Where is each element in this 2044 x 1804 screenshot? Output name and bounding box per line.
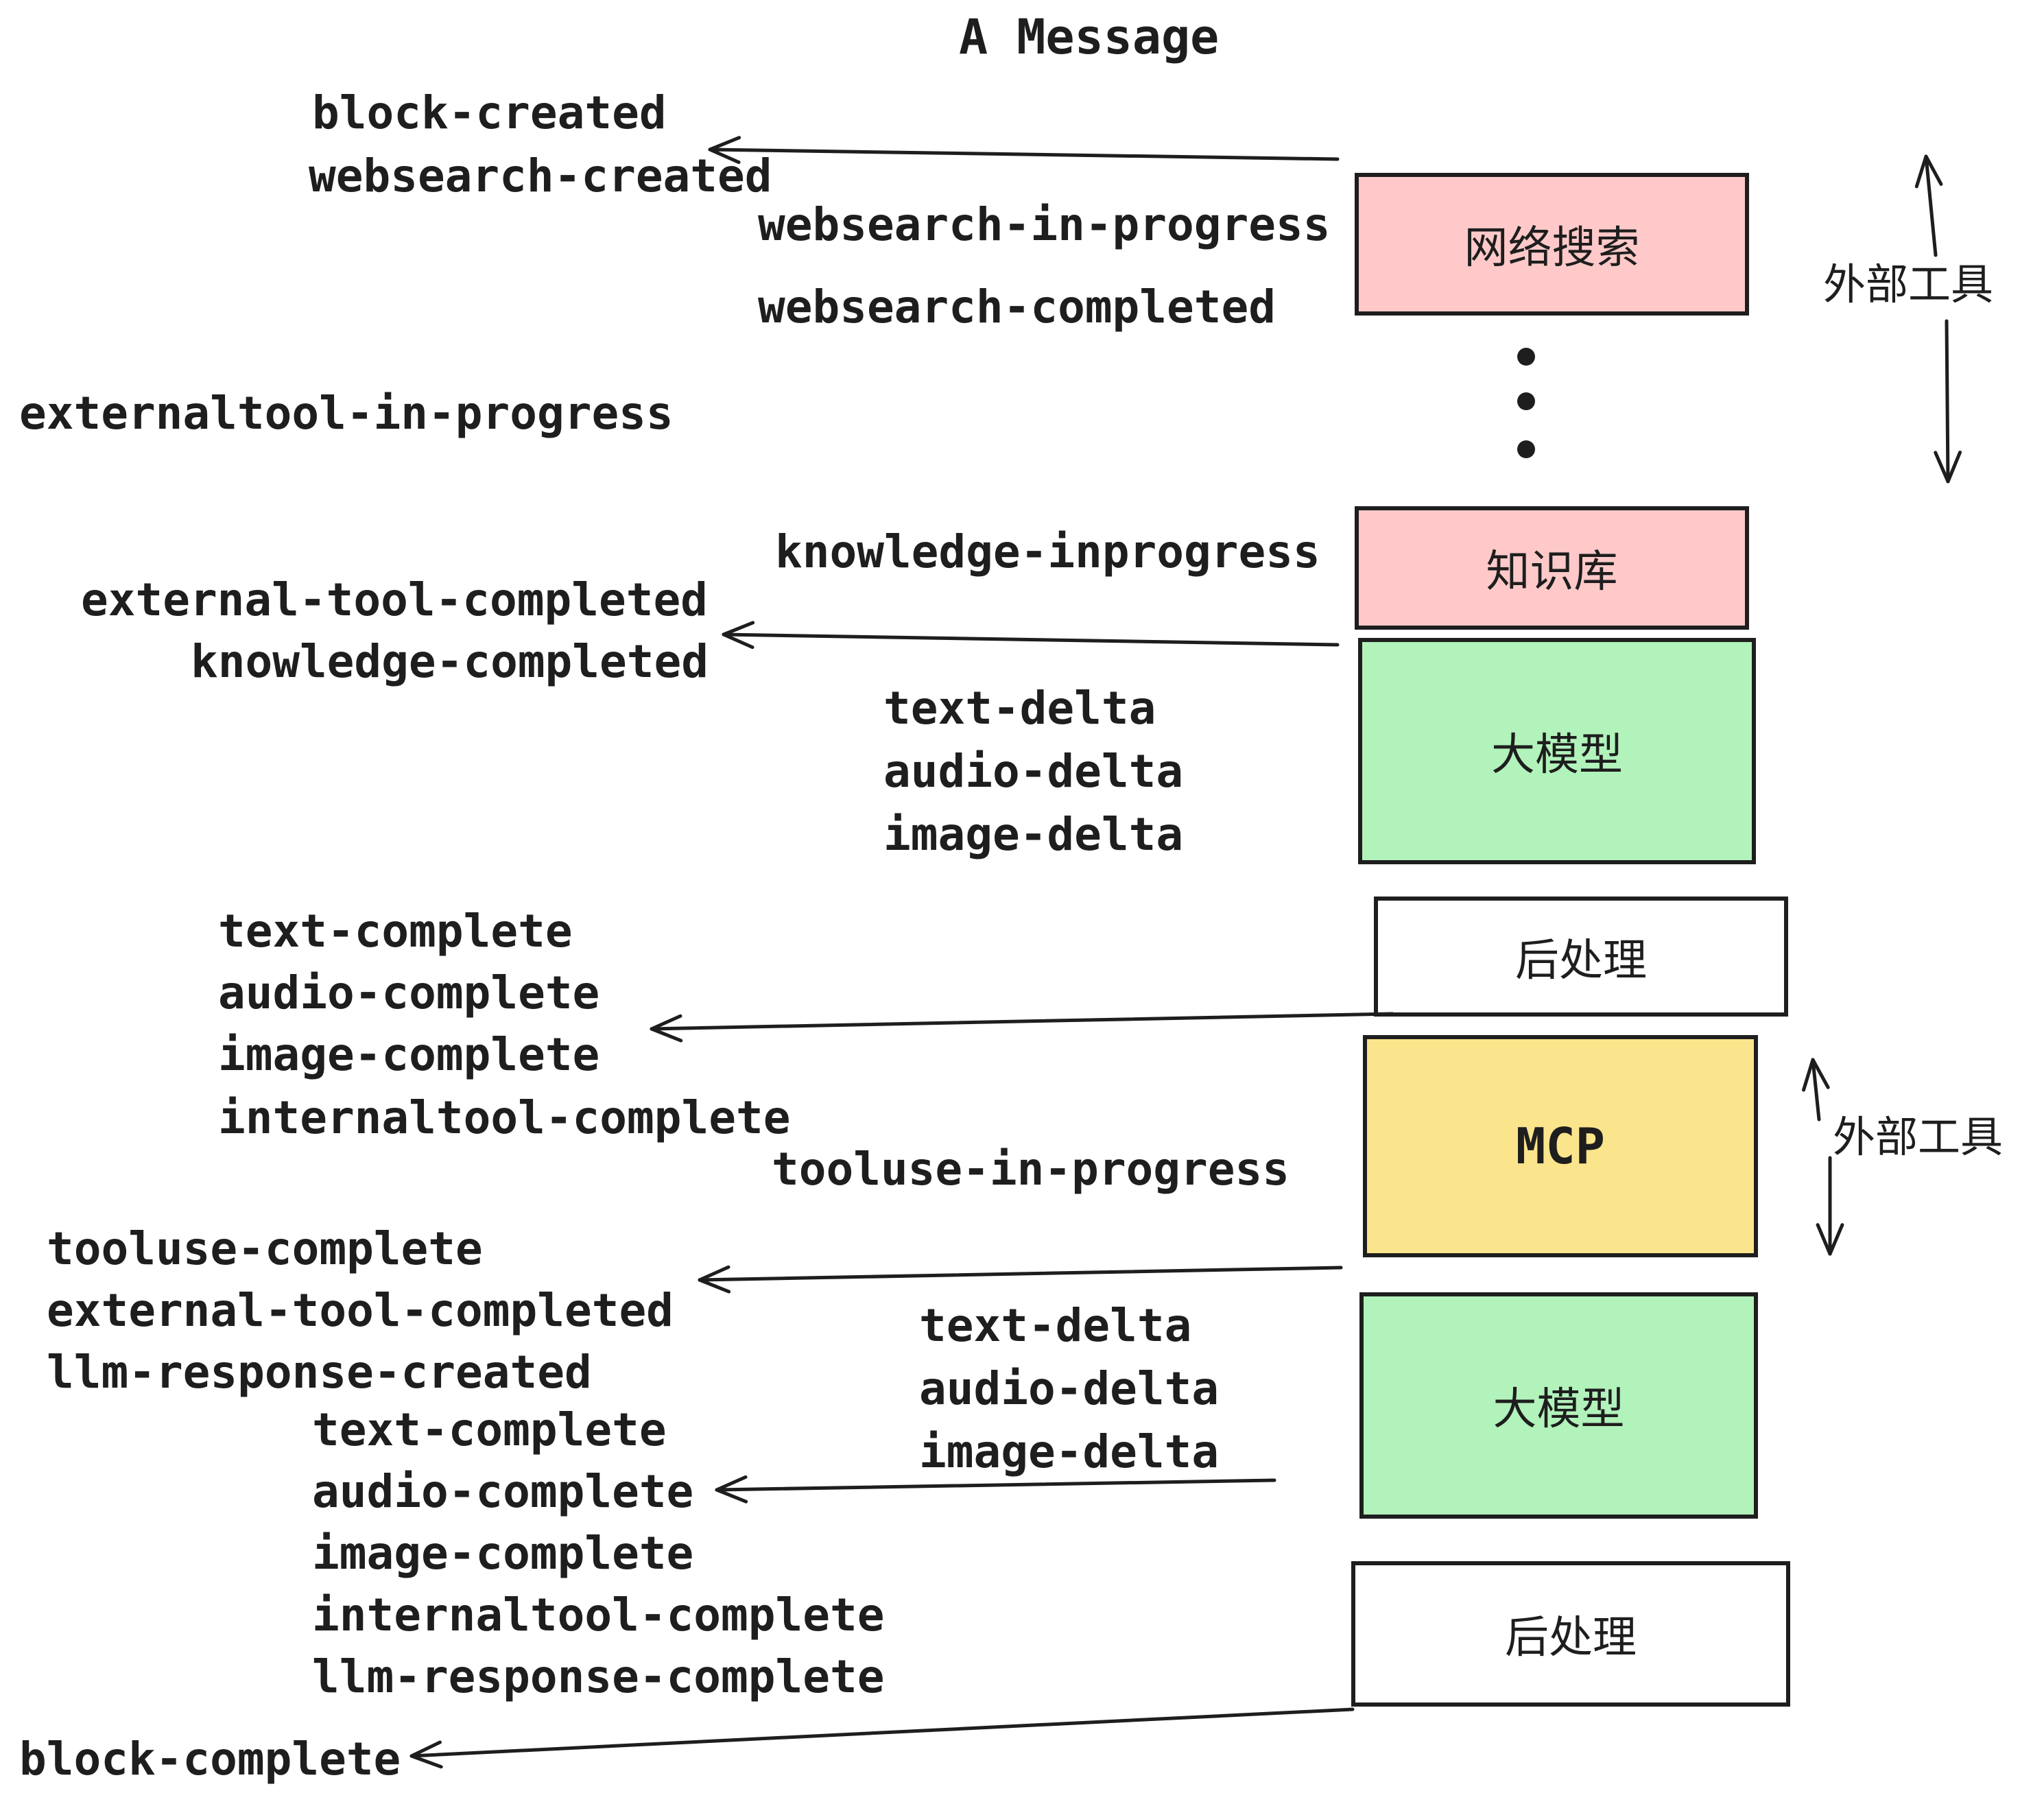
event-label: text-delta xyxy=(883,682,1156,735)
box-postprocess-1: 后处理 xyxy=(1374,897,1788,1017)
box-label: MCP xyxy=(1515,1117,1606,1175)
arrow-to-websearch-created xyxy=(708,136,1340,165)
arrow-to-block-complete xyxy=(409,1707,1355,1769)
event-label: audio-delta xyxy=(883,745,1184,798)
arrow-external-tools-bot-down xyxy=(1816,1156,1844,1256)
arrow-to-knowledge-completed xyxy=(722,621,1340,650)
arrow-external-tools-bot-up xyxy=(1802,1058,1830,1121)
arrow-external-tools-top-up xyxy=(1914,154,1943,257)
event-label: audio-delta xyxy=(919,1362,1220,1415)
external-tools-bottom-label: 外部工具 xyxy=(1833,1114,2004,1161)
arrow-to-image-complete xyxy=(650,1012,1394,1043)
box-postprocess-2: 后处理 xyxy=(1351,1561,1790,1707)
event-label: image-delta xyxy=(883,808,1184,861)
event-label: internaltool-complete xyxy=(312,1589,885,1641)
event-label: tooluse-in-progress xyxy=(772,1143,1290,1196)
arrow-external-tools-top-down xyxy=(1934,319,1962,484)
box-knowledge: 知识库 xyxy=(1355,506,1749,630)
event-label: websearch-created xyxy=(309,150,772,202)
event-label: tooluse-complete xyxy=(47,1222,483,1275)
event-label: audio-complete xyxy=(218,966,600,1019)
external-tools-top-label: 外部工具 xyxy=(1823,261,1994,309)
box-label: 后处理 xyxy=(1505,1613,1637,1662)
diagram-title: A Message xyxy=(959,9,1220,65)
event-label: externaltool-in-progress xyxy=(19,387,674,440)
event-label: external-tool-completed xyxy=(47,1284,674,1337)
event-label: text-complete xyxy=(218,905,573,958)
event-label: block-complete xyxy=(19,1733,401,1785)
event-label: websearch-in-progress xyxy=(758,198,1331,251)
arrow-to-tooluse-complete xyxy=(698,1265,1343,1294)
box-label: 大模型 xyxy=(1493,1384,1625,1434)
box-websearch: 网络搜索 xyxy=(1355,173,1749,316)
box-label: 网络搜索 xyxy=(1464,223,1640,272)
box-mcp: MCP xyxy=(1363,1035,1758,1257)
arrow-to-audio-complete xyxy=(715,1475,1276,1504)
box-label: 后处理 xyxy=(1515,935,1647,985)
vertical-ellipsis-dots xyxy=(1517,348,1535,458)
event-label: image-complete xyxy=(218,1028,600,1081)
event-label: internaltool-complete xyxy=(218,1091,791,1144)
event-label: knowledge-inprogress xyxy=(775,525,1320,578)
box-llm-2: 大模型 xyxy=(1359,1292,1758,1519)
event-label: llm-response-created xyxy=(47,1346,592,1399)
event-label: knowledge-completed xyxy=(191,635,709,688)
event-label: websearch-completed xyxy=(758,281,1276,333)
event-label: text-delta xyxy=(919,1299,1192,1352)
box-label: 知识库 xyxy=(1486,547,1618,596)
event-label: audio-complete xyxy=(312,1465,694,1518)
box-label: 大模型 xyxy=(1491,730,1623,779)
event-label: block-created xyxy=(312,86,667,139)
event-label: llm-response-complete xyxy=(312,1650,885,1703)
event-label: external-tool-completed xyxy=(81,573,708,626)
event-label: image-complete xyxy=(312,1527,694,1580)
event-label: image-delta xyxy=(919,1425,1220,1478)
box-llm-1: 大模型 xyxy=(1358,638,1756,864)
event-label: text-complete xyxy=(312,1403,667,1456)
